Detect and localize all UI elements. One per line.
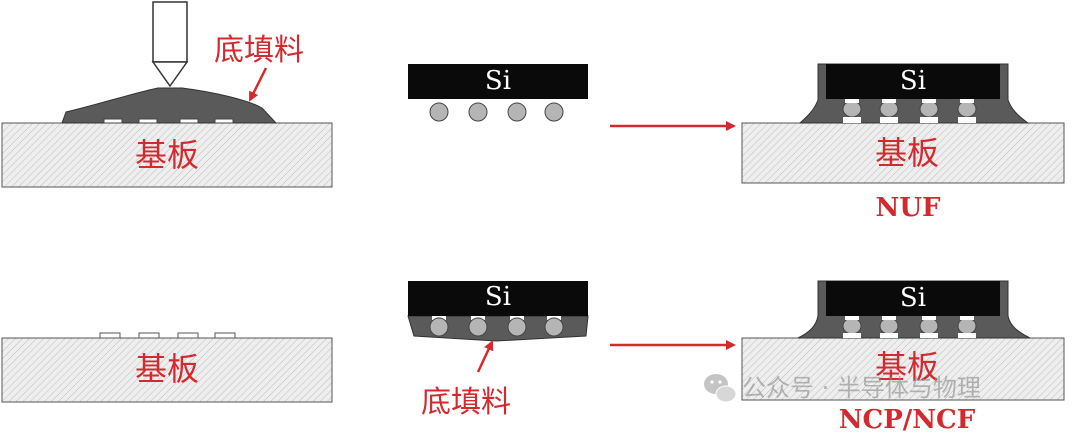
- solder-bumps: [429, 102, 564, 122]
- underfill-puddle: [61, 87, 278, 124]
- substrate-pads: [99, 332, 236, 339]
- substrate-label: 基板: [875, 134, 939, 172]
- panel-nuf-result: Si 基板 NUF: [741, 63, 1065, 223]
- watermark: 公众号 · 半导体与物理: [704, 374, 981, 403]
- bond-pads: [843, 99, 976, 123]
- si-label: Si: [485, 66, 511, 96]
- wechat-icon: [704, 374, 737, 403]
- panel-nuf-dispense: 底填料 基板: [1, 1, 333, 188]
- underfill-pointer-arrow: [476, 340, 494, 373]
- panel-ncp-result: Si 基板 NCP/NCF: [741, 280, 1065, 434]
- ncp-ncf-caption: NCP/NCF: [839, 405, 976, 434]
- substrate-label: 基板: [135, 136, 199, 174]
- panel-ncp-substrate: 基板: [1, 332, 333, 403]
- die-pads: [432, 99, 561, 104]
- substrate-label: 基板: [875, 348, 939, 386]
- substrate-pads: [103, 118, 234, 124]
- si-die: [826, 281, 1000, 316]
- underfill-label: 底填料: [421, 385, 511, 420]
- dispense-needle-icon: [151, 1, 189, 88]
- substrate-label: 基板: [135, 350, 199, 388]
- panel-ncp-die: Si 底填料: [407, 281, 589, 420]
- nuf-caption: NUF: [876, 193, 941, 223]
- solder-bumps: [429, 317, 564, 337]
- si-die: [826, 64, 1000, 99]
- si-label: Si: [485, 282, 511, 312]
- substrate-block: [1, 337, 333, 403]
- watermark-text: 公众号 · 半导体与物理: [742, 374, 981, 402]
- si-die: [408, 64, 588, 99]
- panel-nuf-die: Si: [408, 64, 588, 122]
- si-label: Si: [900, 66, 926, 96]
- substrate-block: [1, 122, 333, 188]
- underfill-pointer-arrow: [248, 67, 268, 102]
- substrate-block: [741, 122, 1065, 184]
- substrate-block: [741, 337, 1065, 401]
- si-label: Si: [900, 283, 926, 313]
- underfill-label: 底填料: [214, 33, 304, 68]
- si-die: [408, 281, 588, 316]
- bond-pads: [843, 316, 976, 338]
